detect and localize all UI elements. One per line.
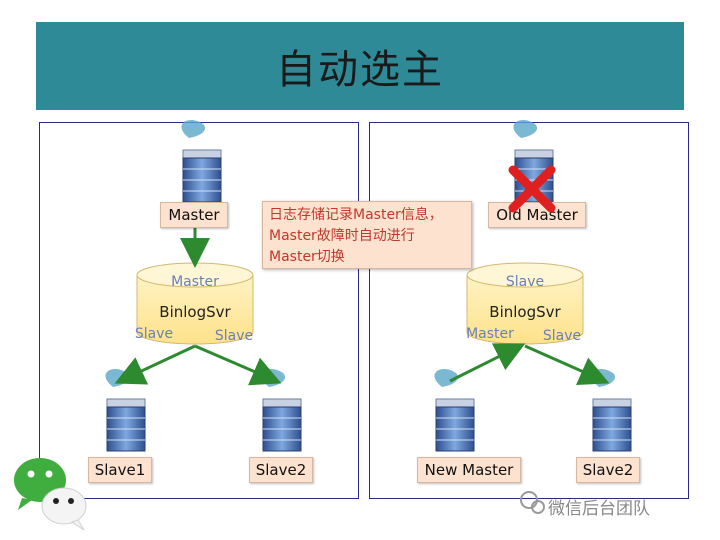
new-master-server-icon (433, 368, 475, 452)
left-binlog-right-role: Slave (214, 328, 254, 344)
master-label: Master (160, 202, 228, 228)
old-master-label: Old Master (488, 202, 586, 228)
note-line-2: Master故障时自动进行 (269, 228, 415, 244)
wechat-logo-icon (14, 458, 87, 531)
note-line-3: Master切换 (269, 249, 345, 265)
master-server-icon (180, 119, 222, 203)
left-binlog-name: BinlogSvr (159, 303, 231, 321)
new-master-to-binlog-arrow (449, 343, 526, 383)
slave1-server-icon (104, 368, 146, 452)
slave1-label: Slave1 (88, 457, 152, 483)
left-binlog-cylinder-icon (136, 262, 254, 345)
watermark-logo-icon (520, 491, 545, 514)
binlog-to-right-slave2-arrow (524, 344, 610, 385)
failover-note: 日志存储记录Master信息， Master故障时自动进行 Master切换 (262, 201, 472, 269)
right-binlog-left-role: Master (466, 326, 514, 342)
binlog-to-slave2-arrow (194, 344, 282, 386)
title-bar: 自动选主 (36, 22, 684, 110)
slave2-label: Slave2 (249, 457, 313, 483)
failure-x-icon (508, 165, 556, 213)
right-binlog-cylinder-icon (466, 262, 584, 345)
page-title: 自动选主 (276, 47, 444, 93)
new-master-label: New Master (417, 457, 521, 483)
right-slave2-server-icon (590, 368, 632, 452)
left-binlog-left-role: Slave (134, 326, 174, 342)
right-binlog-name: BinlogSvr (489, 303, 561, 321)
slave2-server-icon (260, 368, 302, 452)
right-binlog-top-role: Slave (505, 274, 545, 290)
right-slave2-label: Slave2 (576, 457, 640, 483)
right-binlog-right-role: Slave (542, 328, 582, 344)
watermark-text: 微信后台团队 (548, 499, 650, 519)
note-line-1: 日志存储记录Master信息， (269, 207, 443, 223)
left-binlog-top-role: Master (171, 274, 219, 290)
binlog-to-slave1-arrow (114, 344, 196, 385)
